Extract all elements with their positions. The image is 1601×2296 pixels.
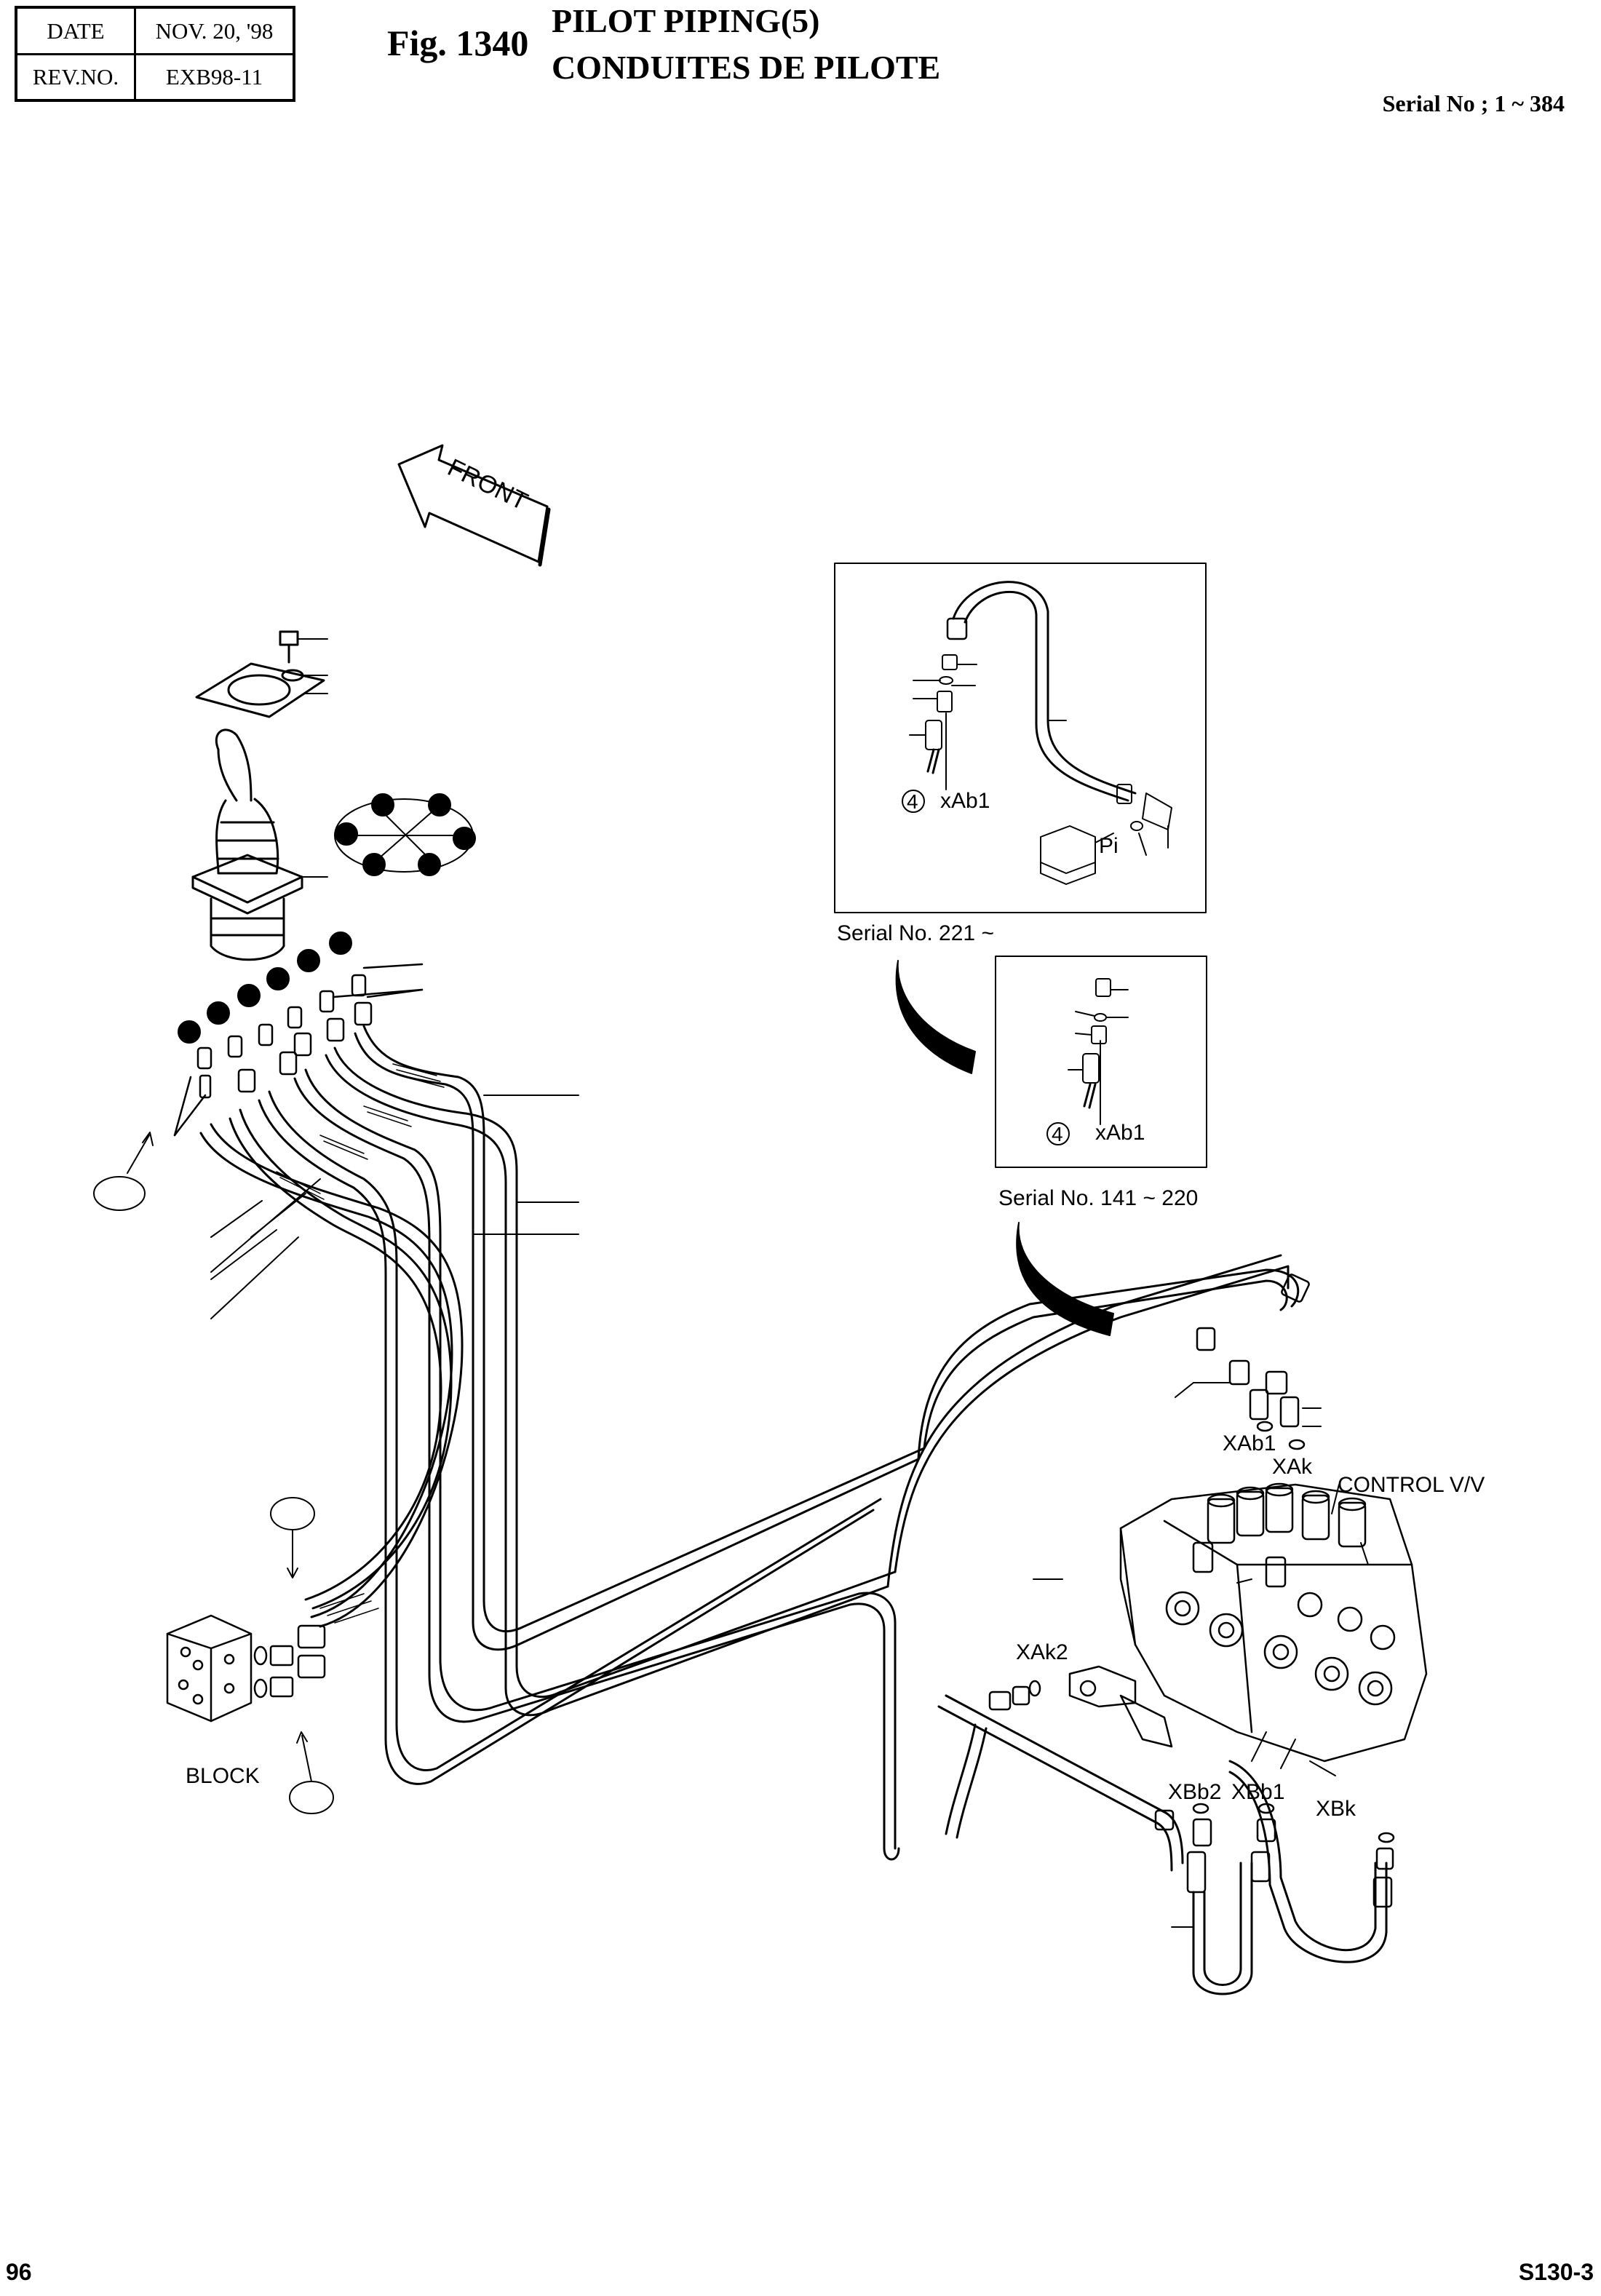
fitting-label-t: T [271, 968, 284, 990]
valve-labels: XAb1 XAk CONTROL V/V XAk2 XBb2 XBb1 XBk … [186, 1431, 1485, 1821]
front-arrow: FRONT [397, 444, 551, 567]
fitting-label-2: 2 [242, 985, 254, 1007]
port-pattern-labels: 4 1 P T 3 2 [335, 793, 476, 876]
title-french: CONDUITES DE PILOTE [552, 49, 941, 86]
label-xbb1: XBb1 [1231, 1780, 1284, 1804]
fitting-label-1: 1 [302, 950, 314, 972]
pilot-hoses [199, 1025, 926, 1828]
rev-value: EXB98-11 [134, 55, 293, 99]
label-xak2: XAk2 [1016, 1640, 1068, 1664]
hydraulic-block [166, 1614, 326, 1723]
inset2-port-num: 4 [1052, 1123, 1063, 1145]
fitting-label-3: 3 [212, 1002, 223, 1025]
label-block: BLOCK [186, 1764, 260, 1788]
label-control-valve: CONTROL V/V [1338, 1473, 1485, 1497]
fitting-port-labels: P 3 2 T 1 4 [178, 931, 352, 1044]
inset1-port: xAb1 [940, 789, 990, 813]
inset2-serial: Serial No. 141 ~ 220 [998, 1186, 1198, 1210]
label-xab1: XAb1 [1223, 1431, 1276, 1455]
serial-range: Serial No ; 1 ~ 384 [1382, 90, 1565, 116]
pilot-valve-joystick [191, 728, 328, 961]
label-xak: XAk [1272, 1455, 1313, 1479]
leader-lines [210, 1095, 579, 1319]
hose-braids [276, 1063, 445, 1624]
fitting-label-4: 4 [334, 932, 346, 955]
inset1-pi: Pi [1099, 834, 1119, 858]
pattern-label-t: T [458, 827, 470, 850]
fitting-label-p: P [183, 1021, 196, 1044]
rev-label: REV.NO. [32, 64, 119, 90]
valve-fittings [988, 1274, 1395, 1928]
front-label: FRONT [443, 453, 532, 515]
title-english: PILOT PIPING(5) [552, 2, 820, 39]
control-valve [1033, 1482, 1428, 1776]
label-xbk: XBk [1316, 1797, 1356, 1821]
inset1-port-num: 4 [907, 790, 918, 813]
model-code: S130-3 [1518, 2259, 1594, 2285]
date-value: NOV. 20, '98 [134, 9, 293, 55]
revision-table: DATE NOV. 20, '98 REV.NO. EXB98-11 [15, 6, 295, 102]
inset-serial-221: 4 xAb1 Pi Serial No. 221 ~ [834, 563, 1207, 1074]
pattern-label-4: 4 [376, 794, 388, 817]
label-xbb2: XBb2 [1168, 1780, 1221, 1804]
date-label: DATE [17, 9, 134, 55]
inset-serial-141-220: 4 xAb1 Serial No. 141 ~ 220 [995, 956, 1207, 1336]
pattern-label-2: 2 [423, 854, 434, 876]
mounting-plate [195, 630, 328, 718]
inset2-port: xAb1 [1095, 1121, 1145, 1145]
pattern-label-p: P [340, 823, 354, 846]
pattern-label-1: 1 [433, 794, 445, 817]
pilot-fittings [173, 963, 424, 1137]
figure-number: Fig. 1340 [387, 23, 529, 63]
valve-hoses [883, 1254, 1388, 1995]
page-number: 96 [6, 2259, 32, 2285]
pattern-label-3: 3 [368, 854, 379, 876]
inset1-serial: Serial No. 221 ~ [837, 921, 994, 945]
callout-circles [93, 1132, 334, 1814]
